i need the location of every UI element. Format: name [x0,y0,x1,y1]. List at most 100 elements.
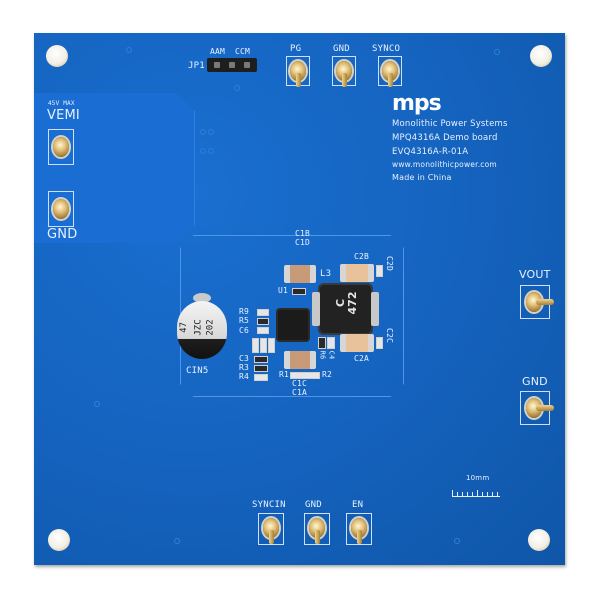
terminal-label-vout: VOUT [519,268,551,281]
terminal-label-syncin: SYNCIN [252,500,286,510]
terminal-en[interactable] [346,513,372,545]
jumper-ref-label: JP1 [188,61,205,71]
terminal-post-icon [382,61,398,87]
terminal-post-icon [526,398,554,418]
via [200,148,206,154]
resistor-r5 [257,318,269,325]
terminal-label-gnd-bottom: GND [305,500,322,510]
terminal-post-icon [263,518,279,544]
ref-c4: C4 [327,350,336,360]
via [234,85,240,91]
via [126,47,132,53]
ref-r6: R6 [318,350,327,360]
resistor-r4 [254,374,268,381]
resistor-r9 [257,309,269,316]
inductor-terminal [312,292,320,326]
terminal-label-en: EN [352,500,364,510]
terminal-gnd-top[interactable] [332,56,356,87]
ref-u1: U1 [278,286,289,295]
ref-l3: L3 [320,269,332,279]
jumper-pin [229,62,235,68]
ref-c1d: C1D [295,238,311,247]
capacitor-top [193,293,211,303]
via [454,538,460,544]
terminal-syncin[interactable] [258,513,284,545]
mounting-hole-bottom-right [528,529,550,551]
capacitor-marking: JZC [193,319,204,336]
pcb-board: JP1 AAM CCM PG GND SYNCO mps Monolithic … [34,33,565,565]
resistor-r6 [318,337,326,349]
via [208,129,214,135]
via [494,49,500,55]
terminal-gnd-left[interactable] [48,191,74,227]
capacitor-c6 [257,327,269,334]
ref-c2b: C2B [354,252,370,261]
ref-c6: C6 [239,326,250,335]
terminal-gnd-right[interactable] [520,391,554,425]
ref-r1: R1 [279,370,290,379]
terminal-post-icon [336,61,352,87]
mounting-hole-top-left [46,45,68,67]
scale-bar-label: 10mm [466,474,490,482]
terminal-post-icon [290,61,306,87]
capacitor-c1b [284,265,316,283]
capacitor-c1d [284,351,316,369]
terminal-label-gnd-right: GND [522,375,548,388]
terminal-post-icon [526,292,554,312]
terminal-vout[interactable] [520,285,554,319]
info-line-1: Monolithic Power Systems [392,119,508,129]
capacitor-vertical [260,338,267,353]
terminal-post-icon [351,518,367,544]
terminal-pg[interactable] [286,56,310,87]
capacitor-cin5: 47 JZC 202 [177,293,227,365]
inductor-terminal [371,292,379,326]
ref-r2: R2 [322,370,333,379]
terminal-synco[interactable] [378,56,402,87]
capacitor-c3 [254,356,268,363]
resistor-r3 [254,365,268,372]
via [200,129,206,135]
capacitor-small [292,288,306,295]
ref-r4: R4 [239,372,250,381]
terminal-label-synco: SYNCO [372,44,401,54]
inductor-marking: C 472 [334,291,359,315]
terminal-post-icon [53,199,69,219]
terminal-label-pg: PG [290,44,302,54]
terminal-post-icon [309,518,325,544]
ref-r3: R3 [239,363,250,372]
info-line-3: EVQ4316A-R-01A [392,147,469,157]
resistor-r1-r2-array [290,372,320,379]
terminal-gnd-bottom[interactable] [304,513,330,545]
capacitor-vertical [268,338,275,353]
terminal-vemi[interactable] [48,129,74,165]
via [208,148,214,154]
scale-bar [452,488,500,497]
ref-c2d: C2D [385,255,395,272]
terminal-label-gnd-top: GND [333,44,350,54]
mps-logo: mps [392,91,442,116]
info-line-4: www.monolithicpower.com [392,160,497,169]
mounting-hole-top-right [530,45,552,67]
ref-c1c: C1C [292,379,308,388]
via [94,401,100,407]
jumper-ccm-label: CCM [235,47,251,56]
jumper-pin [214,62,220,68]
ref-c1b: C1B [295,229,311,238]
terminal-label-gnd-left: GND [47,227,78,242]
capacitor-body [177,301,227,359]
ref-c2a: C2A [354,354,370,363]
mounting-hole-bottom-left [48,529,70,551]
jumper-pin [244,62,250,68]
capacitor-c2b [340,264,374,282]
jumper-aam-label: AAM [210,47,226,56]
ref-cin5: CIN5 [186,366,209,376]
input-rating-label: 45V MAX [48,100,75,107]
inductor-l3: C 472 [312,283,379,335]
capacitor-vertical [252,338,259,353]
terminal-post-icon [53,137,69,157]
ref-c3: C3 [239,354,250,363]
jumper-header-jp1[interactable] [207,58,257,72]
ref-r9: R9 [239,307,250,316]
capacitor-c2c [376,337,383,349]
capacitor-c4 [327,337,335,349]
